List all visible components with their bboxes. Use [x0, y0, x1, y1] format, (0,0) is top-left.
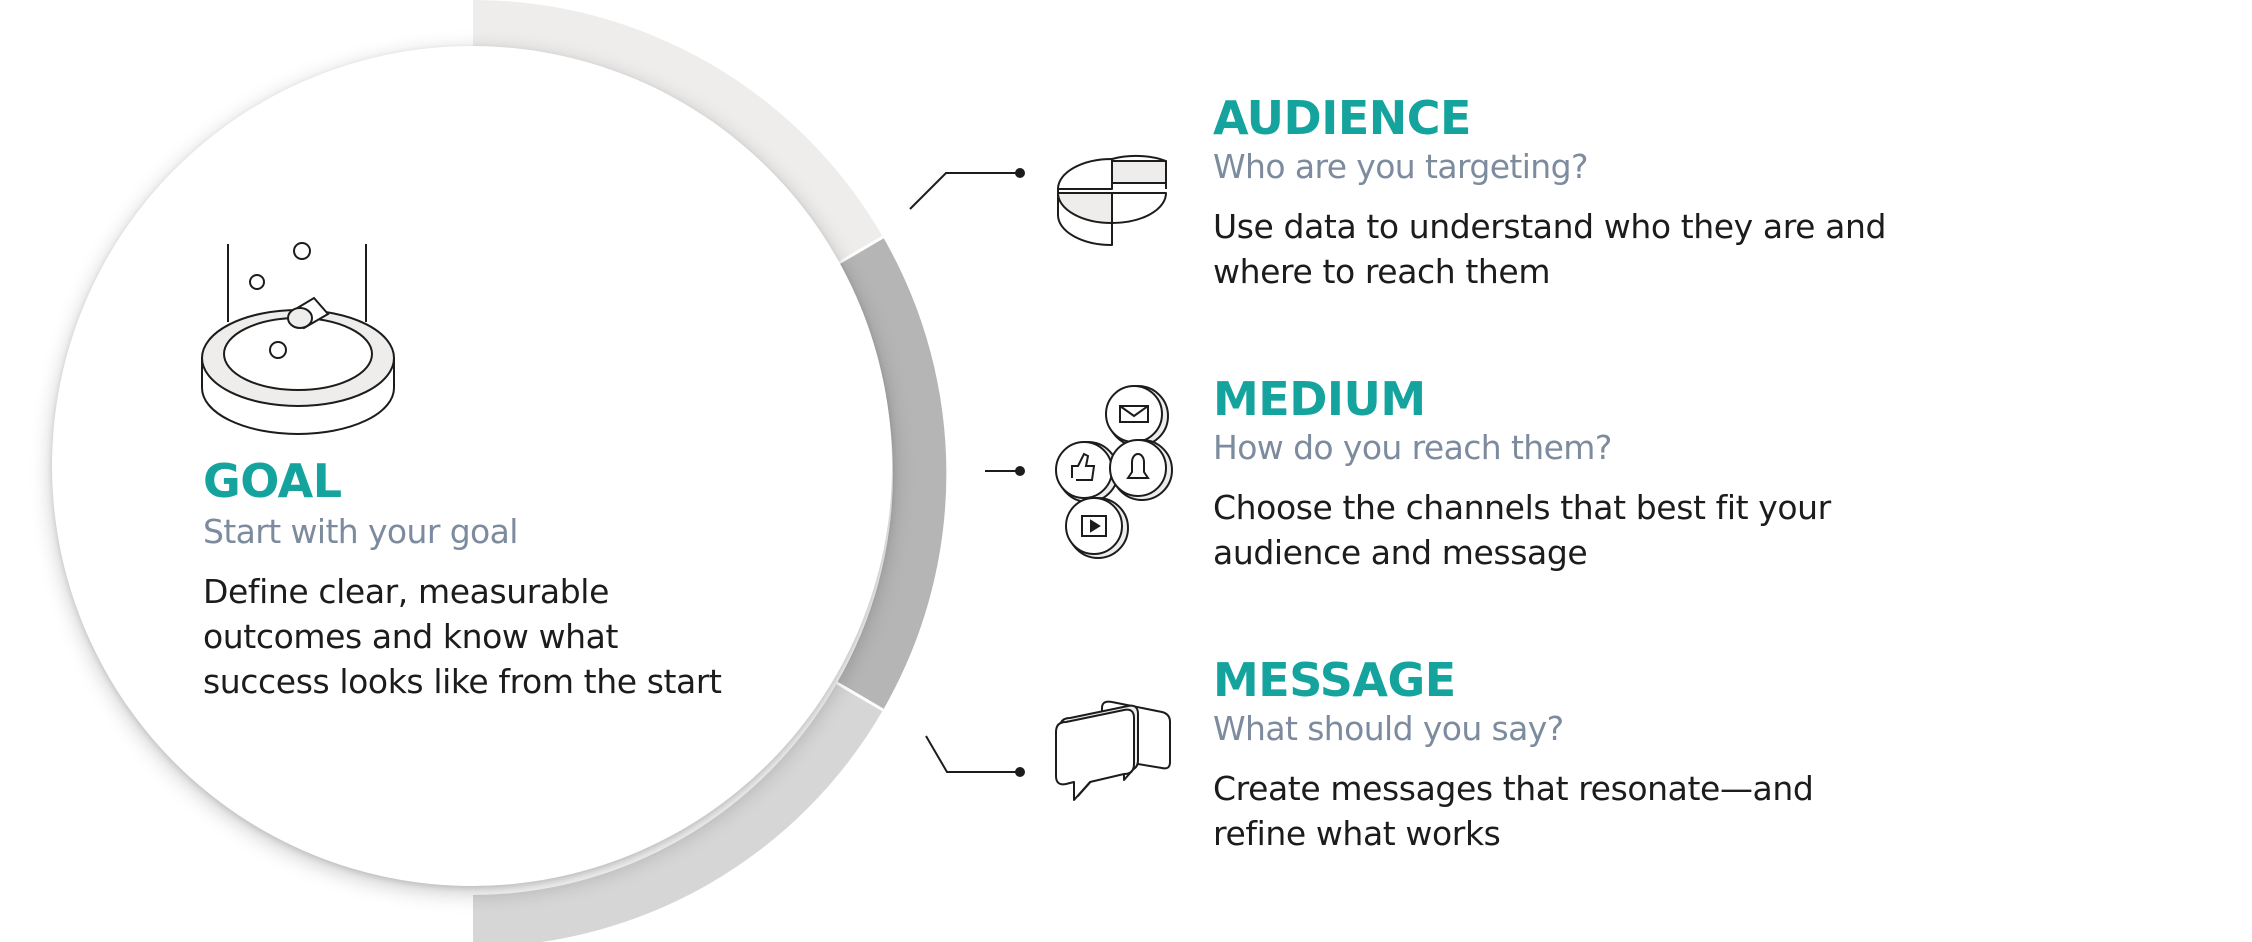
goal-circle [52, 46, 892, 886]
audience-title: AUDIENCE [1213, 91, 1471, 145]
audience-description-line: Use data to understand who they are and [1213, 207, 1887, 246]
message-subtitle: What should you say? [1213, 709, 1564, 748]
channels-icon [1055, 385, 1173, 559]
message-description-line: refine what works [1213, 814, 1501, 853]
message-description-line: Create messages that resonate—and [1213, 769, 1814, 808]
audience-subtitle: Who are you targeting? [1213, 147, 1588, 186]
target-ring-icon [201, 242, 395, 435]
pie-chart-icon [1057, 154, 1167, 246]
ring-segment-audience [473, 0, 883, 264]
ring-segment-message [473, 683, 883, 942]
goal-description-line: success looks like from the start [203, 662, 722, 701]
message-description: Create messages that resonate—and refine… [1213, 766, 1973, 856]
medium-title: MEDIUM [1213, 372, 1426, 426]
medium-description-line: Choose the channels that best fit your [1213, 488, 1831, 527]
goal-description-line: Define clear, measurable [203, 572, 609, 611]
medium-description: Choose the channels that best fit your a… [1213, 485, 1973, 575]
connector-audience [909, 172, 1019, 210]
connector-message [925, 735, 1019, 773]
message-title: MESSAGE [1213, 653, 1456, 707]
audience-description: Use data to understand who they are and … [1213, 204, 1973, 294]
medium-description-line: audience and message [1213, 533, 1588, 572]
goal-description: Define clear, measurable outcomes and kn… [203, 569, 783, 704]
medium-subtitle: How do you reach them? [1213, 428, 1612, 467]
chat-bubbles-icon [1055, 700, 1171, 801]
goal-description-line: outcomes and know what [203, 617, 619, 656]
audience-description-line: where to reach them [1213, 252, 1551, 291]
goal-title: GOAL [203, 454, 342, 508]
goal-subtitle: Start with your goal [203, 512, 518, 551]
ring-segment-medium [837, 237, 947, 710]
